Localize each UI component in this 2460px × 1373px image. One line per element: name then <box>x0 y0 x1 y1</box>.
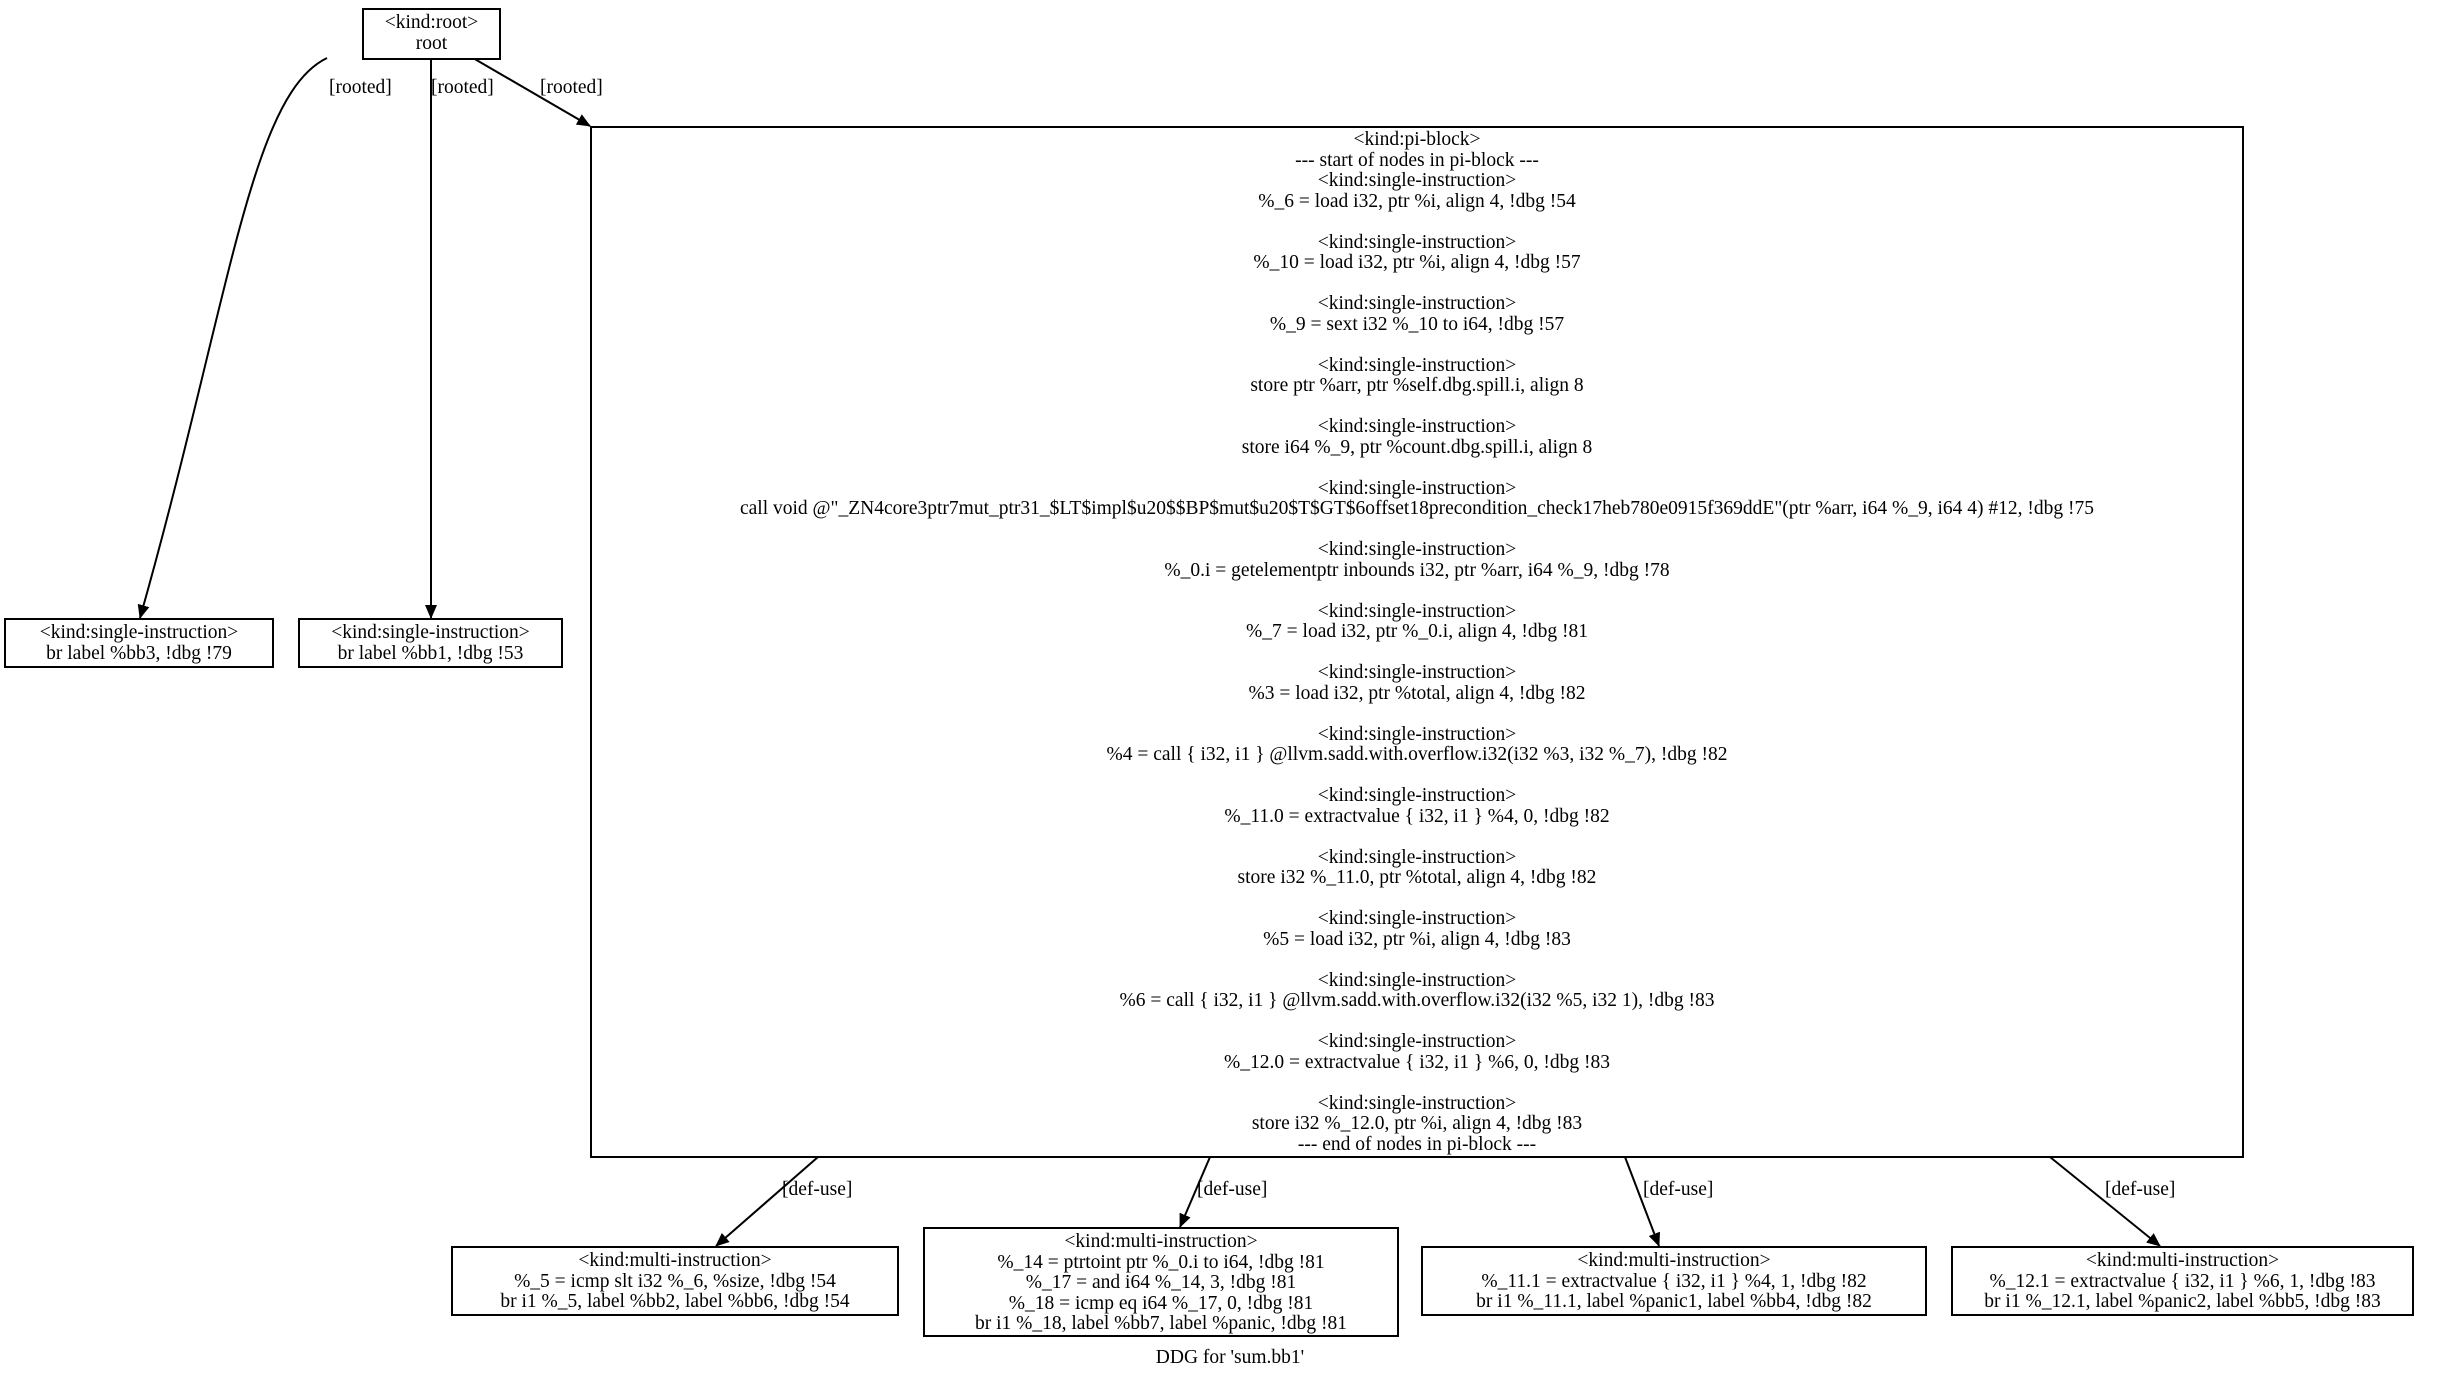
node-line: br label %bb1, !dbg !53 <box>337 642 524 664</box>
node-line: br i1 %_5, label %bb2, label %bb6, !dbg … <box>500 1291 850 1312</box>
node-line <box>592 212 2242 233</box>
node-line <box>592 274 2242 295</box>
node-line: %5 = load i32, ptr %i, align 4, !dbg !83 <box>1263 928 1571 950</box>
node-line: %_7 = load i32, ptr %_0.i, align 4, !dbg… <box>1246 621 1588 642</box>
node-line <box>592 1073 2242 1094</box>
node-line: %_5 = icmp slt i32 %_6, %size, !dbg !54 <box>514 1270 836 1292</box>
node-line: <kind:single-instruction> <box>1317 785 1517 806</box>
node-multi-1: <kind:multi-instruction> %_5 = icmp slt … <box>451 1246 899 1316</box>
node-line: %_14 = ptrtoint ptr %_0.i to i64, !dbg !… <box>997 1251 1325 1273</box>
node-root: <kind:root> root <box>362 8 501 60</box>
node-line <box>592 950 2242 971</box>
node-line: %_0.i = getelementptr inbounds i32, ptr … <box>1164 559 1670 581</box>
node-line: --- end of nodes in pi-block --- <box>1297 1133 1537 1155</box>
node-line: <kind:single-instruction> <box>1317 539 1517 560</box>
node-line: <kind:single-instruction> <box>1317 723 1517 745</box>
node-line: <kind:multi-instruction> <box>2085 1250 2280 1271</box>
edge-pi-to-m1 <box>715 1156 819 1247</box>
node-line <box>592 766 2242 787</box>
node-line: <kind:single-instruction> <box>1317 600 1517 622</box>
node-leaf2: <kind:single-instruction> br label %bb1,… <box>298 618 563 668</box>
node-line: <kind:single-instruction> <box>1317 908 1517 929</box>
node-line: %_6 = load i32, ptr %i, align 4, !dbg !5… <box>1258 190 1576 212</box>
edge-label-root-leaf1: [rooted] <box>329 77 392 98</box>
node-line: <kind:multi-instruction> <box>1577 1250 1771 1271</box>
node-line: %_18 = icmp eq i64 %_17, 0, !dbg !81 <box>1008 1292 1314 1314</box>
edge-label-pi-m2: [def-use] <box>1197 1179 1268 1200</box>
edge-label-root-pi: [rooted] <box>540 77 603 98</box>
edge-label-pi-m3: [def-use] <box>1643 1179 1714 1200</box>
node-line: root <box>415 32 448 54</box>
node-line: <kind:single-instruction> <box>1317 846 1517 868</box>
node-line <box>592 1012 2242 1033</box>
node-line: %_11.1 = extractvalue { i32, i1 } %4, 1,… <box>1481 1270 1867 1292</box>
node-line: %_12.1 = extractvalue { i32, i1 } %6, 1,… <box>1989 1270 2376 1292</box>
node-line: <kind:single-instruction> <box>1317 662 1517 683</box>
node-line: store i32 %_12.0, ptr %i, align 4, !dbg … <box>1251 1113 1583 1134</box>
edge-pi-to-m2 <box>1179 1156 1211 1228</box>
node-line <box>592 581 2242 602</box>
node-line: call void @"_ZN4core3ptr7mut_ptr31_$LT$i… <box>739 498 2094 519</box>
node-line: <kind:single-instruction> <box>1317 293 1517 314</box>
node-line: %_9 = sext i32 %_10 to i64, !dbg !57 <box>1269 313 1565 335</box>
node-multi-3: <kind:multi-instruction> %_11.1 = extrac… <box>1421 1246 1927 1316</box>
node-line <box>592 397 2242 418</box>
node-multi-2: <kind:multi-instruction> %_14 = ptrtoint… <box>923 1227 1399 1337</box>
node-line: %_17 = and i64 %_14, 3, !dbg !81 <box>1025 1272 1297 1293</box>
node-line <box>592 704 2242 725</box>
node-line: store i32 %_11.0, ptr %total, align 4, !… <box>1237 867 1597 888</box>
node-line <box>592 643 2242 664</box>
node-line: <kind:multi-instruction> <box>1064 1231 1258 1252</box>
edge-label-root-leaf2: [rooted] <box>431 77 494 98</box>
node-multi-4: <kind:multi-instruction> %_12.1 = extrac… <box>1951 1246 2414 1316</box>
edge-root-to-leaf1 <box>137 57 328 619</box>
node-line: %_12.0 = extractvalue { i32, i1 } %6, 0,… <box>1223 1051 1611 1073</box>
node-line: <kind:single-instruction> <box>1317 416 1517 437</box>
node-line <box>592 335 2242 356</box>
node-line: %4 = call { i32, i1 } @llvm.sadd.with.ov… <box>1106 744 1728 765</box>
edge-pi-to-m3 <box>1624 1156 1660 1247</box>
node-line: %_11.0 = extractvalue { i32, i1 } %4, 0,… <box>1224 805 1610 827</box>
node-line: <kind:single-instruction> <box>1317 969 1517 991</box>
node-line: store i64 %_9, ptr %count.dbg.spill.i, a… <box>1241 436 1593 458</box>
node-line: %_10 = load i32, ptr %i, align 4, !dbg !… <box>1253 252 1581 273</box>
node-line: <kind:single-instruction> <box>1317 170 1517 191</box>
node-line <box>592 520 2242 541</box>
node-line: %6 = call { i32, i1 } @llvm.sadd.with.ov… <box>1119 990 1715 1011</box>
node-line: <kind:single-instruction> <box>1317 1092 1517 1114</box>
edge-label-pi-m1: [def-use] <box>782 1179 853 1200</box>
node-line: <kind:single-instruction> <box>1317 231 1517 253</box>
edge-label-pi-m4: [def-use] <box>2105 1179 2176 1200</box>
node-line <box>592 458 2242 479</box>
node-line: store ptr %arr, ptr %self.dbg.spill.i, a… <box>1250 375 1584 396</box>
node-line: <kind:pi-block> <box>1353 129 1481 150</box>
node-line: br i1 %_18, label %bb7, label %panic, !d… <box>974 1313 1348 1334</box>
node-line: <kind:multi-instruction> <box>578 1250 772 1271</box>
node-line <box>592 827 2242 848</box>
node-line <box>592 889 2242 910</box>
node-line: %3 = load i32, ptr %total, align 4, !dbg… <box>1248 682 1586 704</box>
node-line: --- start of nodes in pi-block --- <box>1295 149 1539 171</box>
edge-pi-to-m4 <box>2049 1156 2161 1247</box>
node-line: <kind:single-instruction> <box>39 622 239 643</box>
node-leaf1: <kind:single-instruction> br label %bb3,… <box>4 618 274 668</box>
node-line: <kind:single-instruction> <box>331 622 530 643</box>
node-line: br i1 %_11.1, label %panic1, label %bb4,… <box>1476 1291 1872 1312</box>
node-pi-block: <kind:pi-block> --- start of nodes in pi… <box>590 126 2244 1158</box>
node-line: <kind:root> <box>384 12 479 33</box>
edge-root-to-pi <box>472 57 591 127</box>
node-line: br label %bb3, !dbg !79 <box>46 642 232 664</box>
node-line: <kind:single-instruction> <box>1317 477 1517 499</box>
node-line: br i1 %_12.1, label %panic2, label %bb5,… <box>1984 1291 2381 1312</box>
node-line: <kind:single-instruction> <box>1317 354 1517 376</box>
node-line: <kind:single-instruction> <box>1317 1031 1517 1052</box>
diagram-title: DDG for 'sum.bb1' <box>1155 1347 1305 1368</box>
